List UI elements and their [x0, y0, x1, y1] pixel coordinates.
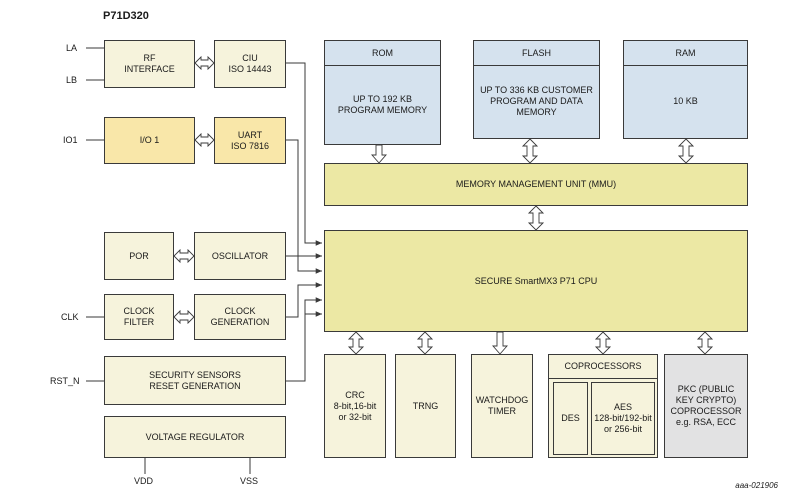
flash-description: UP TO 336 KB CUSTOMER PROGRAM AND DATA M…: [480, 85, 593, 117]
flash-header: FLASH: [474, 41, 599, 66]
rf-ciu-arrow: [194, 55, 215, 71]
pin-label-vss: VSS: [240, 476, 259, 486]
cpu-watchdog-arrow: [492, 331, 508, 355]
des-block: DES: [553, 382, 588, 455]
watchdog-timer-block: WATCHDOG TIMER: [471, 354, 533, 458]
pin-label-rst-n: RST_N: [50, 376, 80, 386]
cpu-pkc-arrow: [696, 331, 714, 355]
coprocessors-block: COPROCESSORS DES AES 128-bit/192-bit or …: [548, 354, 658, 458]
chip-title: P71D320: [103, 10, 149, 22]
mmu-cpu-arrow: [527, 205, 545, 231]
io1-block: I/O 1: [104, 117, 195, 164]
crc-block: CRC 8-bit,16-bit or 32-bit: [324, 354, 386, 458]
por-block: POR: [104, 232, 174, 280]
clockgen-to-cpu-line: [286, 282, 322, 318]
trng-block: TRNG: [395, 354, 456, 458]
cpu-block: SECURE SmartMX3 P71 CPU: [324, 230, 748, 332]
ciu-to-cpu-line: [286, 62, 322, 246]
clock-generation-block: CLOCK GENERATION: [194, 294, 286, 340]
flash-mmu-arrow: [521, 138, 539, 164]
uart-block: UART ISO 7816: [214, 117, 286, 164]
rom-header: ROM: [325, 41, 440, 66]
pin-label-io1: IO1: [63, 135, 78, 145]
aes-block: AES 128-bit/192-bit or 256-bit: [591, 382, 655, 455]
document-id: aaa-021906: [735, 481, 778, 490]
ciu-block: CIU ISO 14443: [214, 40, 286, 88]
clkfilter-clkgen-arrow: [173, 309, 195, 325]
cpu-coprocessors-arrow: [594, 331, 612, 355]
cpu-crc-arrow: [347, 331, 365, 355]
mmu-block: MEMORY MANAGEMENT UNIT (MMU): [324, 163, 748, 206]
ram-description: 10 KB: [673, 96, 698, 106]
coprocessors-header: COPROCESSORS: [549, 355, 657, 379]
security-to-mmu-line: [304, 300, 322, 317]
rom-block: ROM UP TO 192 KB PROGRAM MEMORY: [324, 40, 441, 145]
pkc-block: PKC (PUBLIC KEY CRYPTO) COPROCESSOR e.g.…: [664, 354, 748, 458]
voltage-regulator-block: VOLTAGE REGULATOR: [104, 416, 286, 458]
flash-block: FLASH UP TO 336 KB CUSTOMER PROGRAM AND …: [473, 40, 600, 139]
oscillator-to-cpu-line: [286, 255, 322, 274]
pin-label-lb: LB: [66, 75, 78, 85]
rom-mmu-arrow: [371, 144, 387, 164]
pin-label-la: LA: [66, 43, 78, 53]
clock-filter-block: CLOCK FILTER: [104, 294, 174, 340]
security-to-cpu-line: [286, 297, 322, 382]
io-uart-arrow: [194, 132, 215, 148]
ram-block: RAM 10 KB: [623, 40, 748, 139]
rf-interface-block: RF INTERFACE: [104, 40, 195, 88]
security-sensors-block: SECURITY SENSORS RESET GENERATION: [104, 356, 286, 405]
oscillator-block: OSCILLATOR: [194, 232, 286, 280]
pin-label-vdd: VDD: [134, 476, 154, 486]
pin-label-clk: CLK: [61, 312, 79, 322]
uart-to-cpu-line: [286, 139, 322, 259]
por-osc-arrow: [173, 248, 195, 264]
cpu-trng-arrow: [416, 331, 434, 355]
rom-description: UP TO 192 KB PROGRAM MEMORY: [337, 93, 428, 115]
ram-header: RAM: [624, 41, 747, 66]
ram-mmu-arrow: [677, 138, 695, 164]
